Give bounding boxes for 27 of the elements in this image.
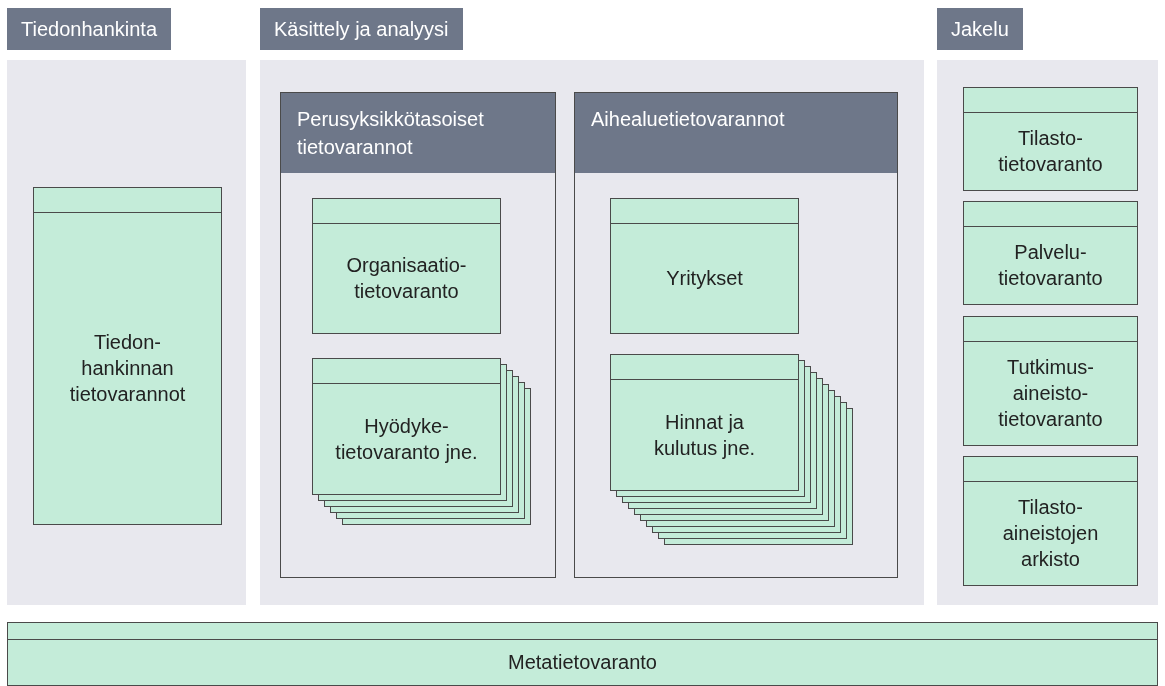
card [7,622,1158,686]
card-label: Yritykset [666,266,743,291]
column-heading: Tiedonhankinta [7,8,172,50]
card [963,201,1138,305]
card-label: Palvelu- tietovaranto [997,240,1104,291]
card [312,358,501,495]
card-label: Tilasto- tietovaranto [997,126,1104,177]
card-label: Metatietovaranto [508,650,657,675]
group-box [280,92,556,578]
card [610,198,799,334]
card [610,354,799,491]
card [963,456,1138,586]
box-heading: Perusyksikkötasoiset tietovarannot [281,93,555,173]
card-label: Tilasto- aineistojen arkisto [1001,495,1100,572]
card-label: Hyödyke- tietovaranto jne. [334,413,479,465]
card-label: Tiedon- hankinnan tietovarannot [68,330,187,407]
card-label: Hinnat ja kulutus jne. [652,409,757,461]
card [963,87,1138,191]
card [33,187,222,525]
box-heading: Aihealuetietovarannot [575,93,897,173]
column-heading: Jakelu [937,8,1023,50]
card-label: Tutkimus- aineisto- tietovaranto [997,355,1104,432]
column-heading: Käsittely ja analyysi [260,8,463,50]
card-label: Organisaatio- tietovaranto [345,253,468,304]
group-box [574,92,898,578]
card [312,198,501,334]
card [963,316,1138,446]
